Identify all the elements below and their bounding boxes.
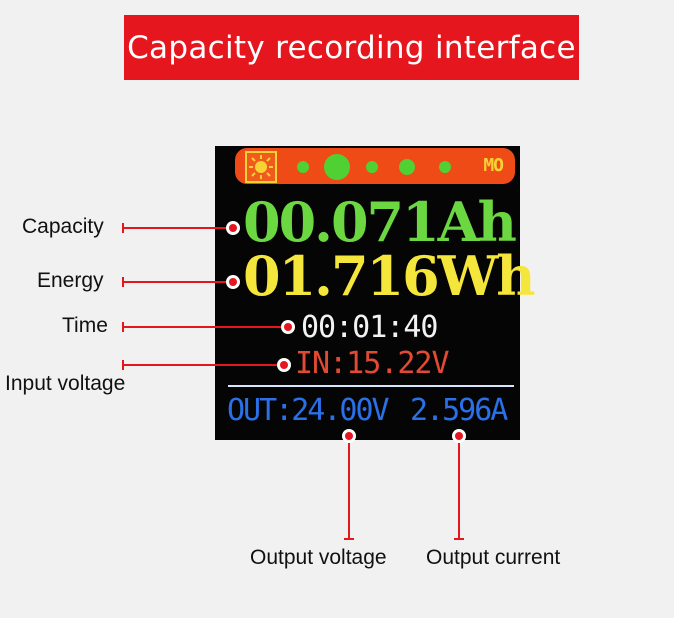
capacity-label: Capacity (22, 215, 104, 238)
output-voltage-leader-tick (344, 538, 354, 540)
input-voltage-leader-line (122, 364, 282, 366)
output-current-readout: 2.596A (410, 393, 508, 428)
energy-label: Energy (37, 269, 104, 292)
input-voltage-readout: IN:15.22V (295, 346, 450, 381)
status-dot-icon (297, 161, 309, 173)
output-current-marker (452, 429, 466, 443)
input-voltage-marker (277, 358, 291, 372)
output-voltage-label: Output voltage (250, 546, 387, 569)
page-title: Capacity recording interface (124, 15, 579, 80)
status-bar: MO (235, 148, 515, 184)
status-dot-icon (366, 161, 378, 173)
status-dot-icon (324, 154, 350, 180)
time-marker (281, 320, 295, 334)
screen-divider (228, 385, 514, 387)
status-mode-text: MO (483, 155, 504, 176)
status-dot-icon (439, 161, 451, 173)
energy-leader-line (122, 281, 232, 283)
output-current-leader-tick (454, 538, 464, 540)
sun-icon (245, 151, 277, 183)
output-voltage-marker (342, 429, 356, 443)
input-voltage-label: Input voltage (5, 372, 126, 395)
energy-marker (226, 275, 240, 289)
device-screen: MO 00.071Ah 01.716Wh 00:01:40 IN:15.22V … (215, 146, 536, 440)
capacity-readout: 00.071Ah (243, 190, 517, 254)
time-label: Time (62, 314, 108, 337)
output-voltage-leader-line (348, 443, 350, 539)
time-leader-line (122, 326, 288, 328)
time-readout: 00:01:40 (301, 310, 438, 345)
output-voltage-readout: OUT:24.00V (227, 393, 390, 428)
status-dot-icon (399, 159, 415, 175)
output-current-label: Output current (426, 546, 561, 569)
energy-readout: 01.716Wh (243, 244, 536, 308)
capacity-leader-line (122, 227, 232, 229)
capacity-marker (226, 221, 240, 235)
output-current-leader-line (458, 443, 460, 539)
